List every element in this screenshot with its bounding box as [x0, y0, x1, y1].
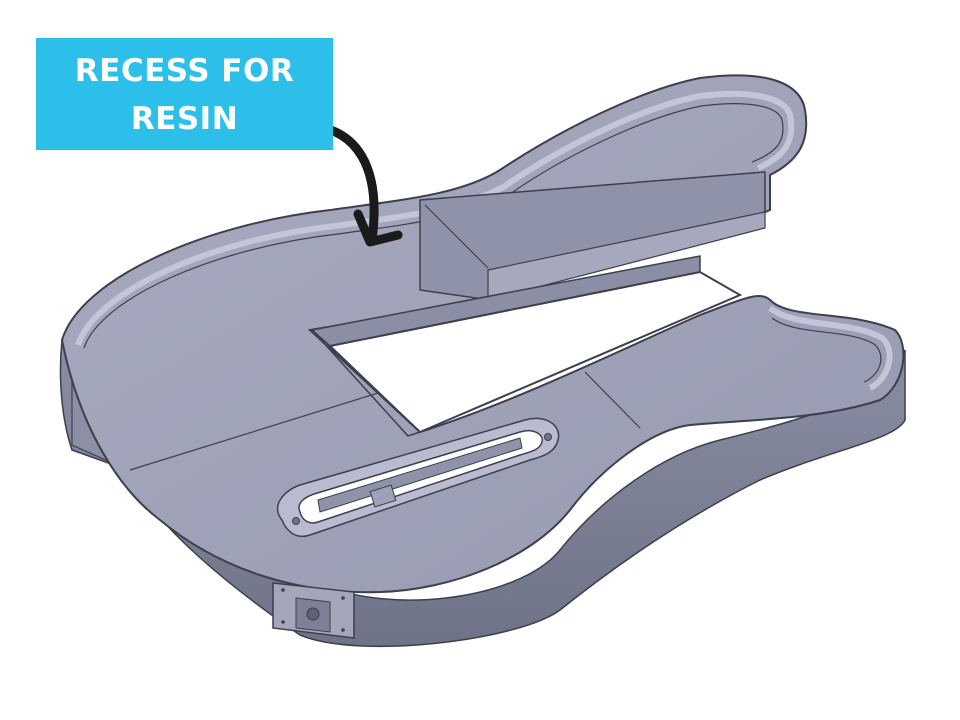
pickup-slot-screw-hole-right — [544, 433, 552, 441]
callout-arrowhead-icon — [353, 209, 403, 247]
lower-horn-rim — [768, 305, 893, 391]
neck-pocket-cutout-lip — [311, 329, 422, 437]
pickup-slot-inner-wall — [317, 437, 523, 513]
jack-plate-screw-icon — [341, 628, 345, 632]
recess-for-resin-callout: RECESS FOR RESIN — [36, 38, 333, 150]
mold-seam-line-2 — [424, 204, 489, 269]
jack-plate-screw-icon — [341, 596, 345, 600]
resin-recess-inner-edge — [83, 103, 784, 349]
pickup-slot-screw-hole-left — [292, 517, 300, 525]
jack-plate-screw-icon — [281, 588, 285, 592]
neck-channel-ledge — [487, 211, 766, 301]
pickup-slot-tab — [369, 484, 397, 508]
callout-line-2: RESIN — [130, 101, 239, 137]
jack-plate-hole-icon — [306, 607, 320, 621]
jack-plate-screw-icon — [281, 620, 285, 624]
mold-seam-line-3 — [584, 371, 641, 429]
callout-line-1: RECESS FOR — [74, 53, 295, 89]
resin-recess-rim — [75, 90, 795, 347]
lower-horn-inner-edge — [771, 317, 882, 383]
